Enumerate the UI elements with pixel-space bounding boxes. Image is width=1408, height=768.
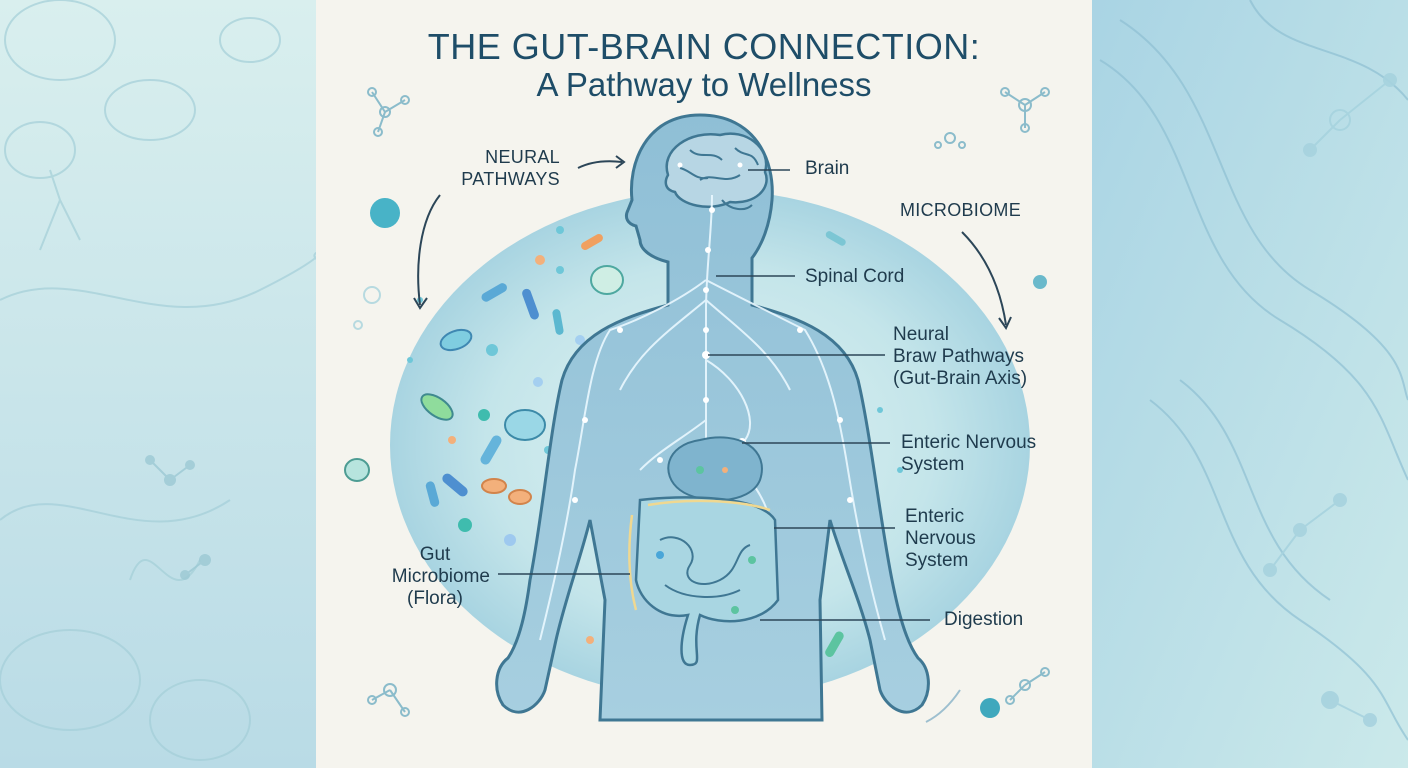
- gut-microbiome-line1: Gut: [419, 544, 451, 565]
- enteric-2-line2: Nervous: [905, 528, 976, 549]
- right-molecules: [1263, 73, 1397, 727]
- leader-lines: [498, 169, 930, 621]
- neural-pathways-label-line1: Neural: [893, 324, 949, 345]
- enteric-1-line1: Enteric Nervous: [901, 432, 1037, 453]
- neural-pathways-callout-line2: PATHWAYS: [461, 169, 560, 189]
- molecule-icon: [367, 87, 1050, 717]
- microbiome-callout: MICROBIOME: [900, 200, 1022, 220]
- gut-microbes: [656, 466, 756, 614]
- floating-sphere: [1033, 275, 1047, 289]
- gut-microbiome-label: Gut Microbiome (Flora): [340, 544, 490, 610]
- enteric-nervous-system-label-1: Enteric Nervous System: [901, 432, 1036, 476]
- bacteria-icon: [344, 458, 370, 482]
- intestines: [628, 436, 780, 667]
- brain-label: Brain: [805, 158, 850, 179]
- neural-pathways-label-line2: Braw Pathways: [893, 346, 1024, 367]
- page-title: THE GUT-BRAIN CONNECTION:: [427, 26, 981, 67]
- page-subtitle: A Pathway to Wellness: [536, 66, 872, 103]
- left-molecules: [145, 455, 211, 580]
- neural-pathways-label: Neural Braw Pathways (Gut-Brain Axis): [893, 324, 1027, 390]
- left-cell-pattern: [0, 0, 321, 761]
- enteric-2-line1: Enteric: [905, 506, 965, 527]
- floating-sphere: [370, 198, 400, 228]
- neural-pathways-label-line3: (Gut-Brain Axis): [893, 368, 1028, 389]
- brain-icon: [664, 132, 768, 211]
- enteric-1-line2: System: [901, 454, 965, 475]
- neural-pathways-callout: NEURAL PATHWAYS: [440, 146, 560, 190]
- gut-microbiome-line2: Microbiome: [391, 566, 490, 587]
- neural-pathways-callout-line1: NEURAL: [485, 147, 560, 167]
- floating-sphere: [980, 698, 1000, 718]
- right-wave-lines: [1099, 0, 1408, 741]
- digestion-label: Digestion: [944, 609, 1024, 630]
- gut-microbiome-line3: (Flora): [407, 588, 463, 609]
- enteric-2-line3: System: [905, 550, 969, 571]
- enteric-nervous-system-label-2: Enteric Nervous System: [905, 506, 976, 572]
- spinal-cord-label: Spinal Cord: [805, 266, 905, 287]
- curved-arrow-icon: [413, 155, 1012, 723]
